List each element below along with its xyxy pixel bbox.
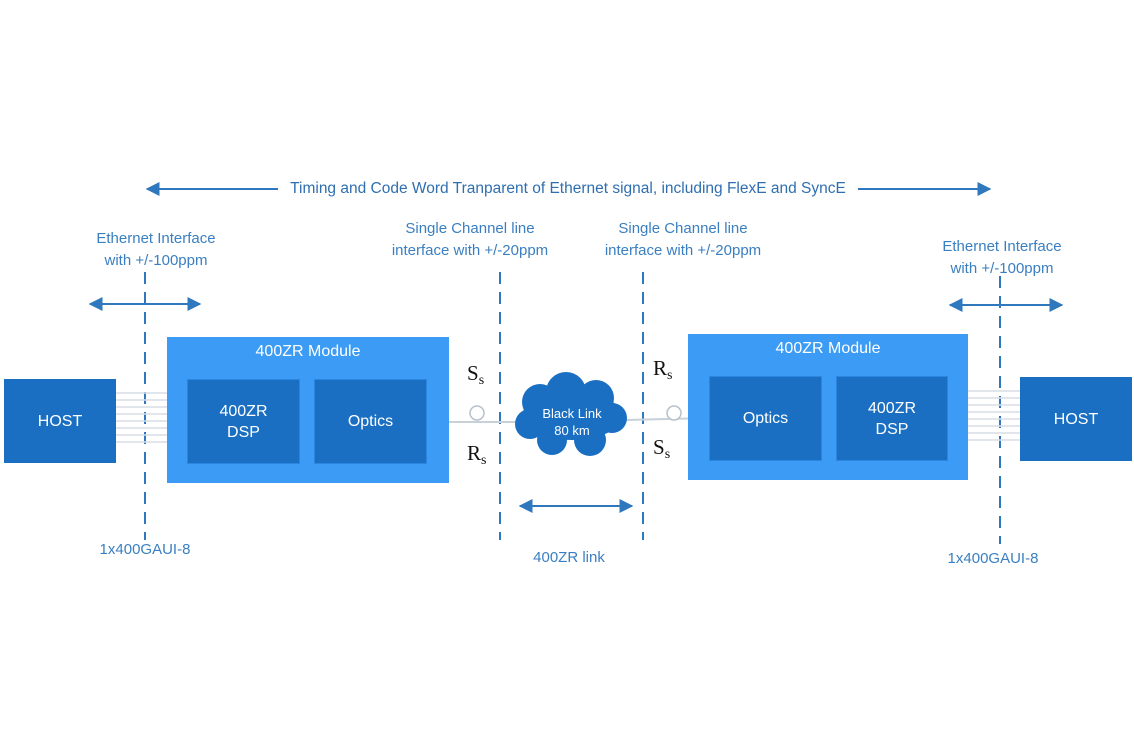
cloud-line1: Black Link [542, 406, 602, 421]
left-ref-top-base: S [467, 361, 479, 385]
right-ref-bottom-sub: s [664, 447, 671, 462]
right-gaui-label: 1x400GAUI-8 [947, 550, 1039, 567]
right-eth-line2: with +/-100ppm [950, 260, 1054, 277]
right-eth-line1: Ethernet Interface [942, 238, 1062, 255]
left-line-interface-label: Single Channel line interface with +/-20… [370, 218, 570, 262]
right-ref-top: Rs [653, 356, 672, 384]
left-ref-bottom-sub: s [481, 453, 487, 468]
right-host-block: HOST [1020, 377, 1132, 461]
left-line-line2: interface with +/-20ppm [391, 242, 549, 259]
left-ref-bottom-base: R [467, 441, 482, 465]
left-eth-line1: Ethernet Interface [96, 230, 216, 247]
left-eth-interface-label: Ethernet Interface with +/-100ppm [70, 228, 242, 272]
right-dsp-block: 400ZR DSP [836, 376, 948, 461]
banner-text: Timing and Code Word Tranparent of Ether… [290, 180, 846, 197]
left-dsp-line1: 400ZR [219, 402, 268, 420]
left-module-title: 400ZR Module [255, 343, 361, 360]
cloud-icon [515, 372, 627, 456]
right-dsp-line1: 400ZR [867, 399, 917, 417]
left-eth-line2: with +/-100ppm [104, 252, 208, 269]
left-dsp-line2: DSP [227, 423, 260, 441]
right-line-interface-label: Single Channel line interface with +/-20… [583, 218, 783, 262]
link-label: 400ZR link [533, 549, 605, 566]
right-connector-icon [666, 405, 682, 421]
left-connector-icon [469, 405, 485, 421]
left-ref-bottom: Rs [467, 441, 486, 469]
left-ref-top-sub: s [478, 373, 485, 388]
right-ref-bottom: Ss [653, 435, 670, 463]
left-line-line1: Single Channel line [405, 220, 535, 237]
right-line-line2: interface with +/-20ppm [604, 242, 762, 259]
left-host-block: HOST [4, 379, 116, 463]
right-eth-interface-label: Ethernet Interface with +/-100ppm [916, 236, 1088, 280]
right-line-line1: Single Channel line [618, 220, 748, 237]
right-module-title: 400ZR Module [775, 340, 881, 357]
right-optics-block: Optics [709, 376, 822, 461]
cloud-label: Black Link 80 km [530, 405, 614, 439]
left-gaui-label: 1x400GAUI-8 [99, 541, 191, 558]
right-ref-bottom-base: S [653, 435, 665, 459]
right-ref-top-sub: s [667, 368, 673, 383]
left-optics-block: Optics [314, 379, 427, 464]
right-ref-top-base: R [653, 356, 668, 380]
left-ref-top: Ss [467, 361, 484, 389]
cloud-line2: 80 km [554, 423, 590, 438]
right-dsp-line2: DSP [875, 420, 909, 438]
left-dsp-block: 400ZR DSP [187, 379, 300, 464]
